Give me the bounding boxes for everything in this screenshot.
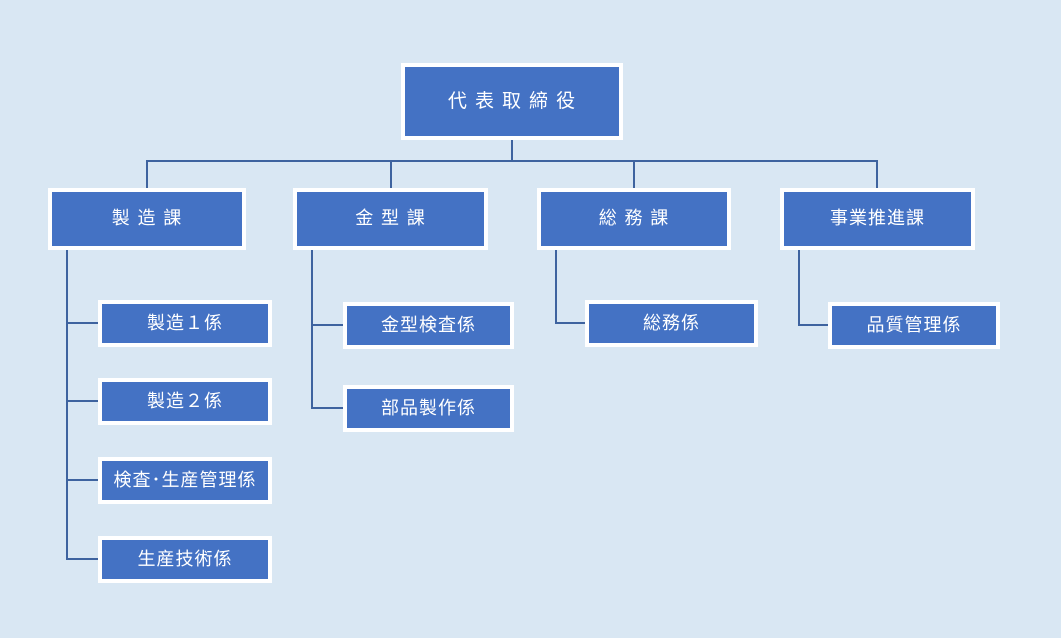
connector-spine-seizo [66, 250, 68, 560]
org-node-dept-somu-label: 総 務 課 [598, 208, 670, 229]
connector-stub-somugakari [555, 322, 585, 324]
org-node-unit-buhinseisaku-label: 部品製作係 [381, 397, 476, 419]
connector-stub-seizo1 [66, 322, 98, 324]
org-node-unit-kanagata-kensa-label: 金型検査係 [381, 314, 476, 336]
org-node-dept-jigyosuishin-label: 事業推進課 [830, 208, 925, 229]
connector-drop-seizo [146, 160, 148, 188]
org-node-ceo: 代 表 取 締 役 [401, 63, 623, 140]
org-node-unit-seizo2: 製造２係 [98, 378, 272, 425]
org-node-unit-seisangijutsu-label: 生産技術係 [137, 548, 233, 570]
org-node-unit-seizo1: 製造１係 [98, 300, 272, 347]
org-node-dept-somu: 総 務 課 [537, 188, 731, 250]
org-node-unit-somugakari: 総務係 [585, 300, 758, 347]
connector-stub-kensa [66, 479, 98, 481]
org-node-ceo-label: 代 表 取 締 役 [447, 90, 577, 112]
connector-stub-seizo2 [66, 400, 98, 402]
connector-spine-jigyo [798, 250, 800, 326]
org-node-dept-seizo: 製 造 課 [48, 188, 246, 250]
org-node-unit-buhinseisaku: 部品製作係 [343, 385, 514, 432]
org-node-unit-seizo1-label: 製造１係 [147, 312, 223, 334]
org-node-unit-kensa-seisankanri-label: 検査･生産管理係 [113, 469, 257, 491]
connector-trunk [146, 160, 878, 162]
connector-stub-buhin [311, 407, 343, 409]
org-node-unit-hinshitsukanri: 品質管理係 [828, 302, 1000, 349]
connector-spine-kanagata [311, 250, 313, 409]
connector-drop-somu [633, 160, 635, 188]
connector-drop-jigyo [876, 160, 878, 188]
org-node-dept-kanagata-label: 金 型 課 [355, 208, 426, 229]
org-node-unit-kensa-seisankanri: 検査･生産管理係 [98, 457, 272, 504]
org-node-dept-jigyosuishin: 事業推進課 [780, 188, 975, 250]
connector-drop-kanagata [390, 160, 392, 188]
connector-spine-somu [555, 250, 557, 324]
org-node-unit-somugakari-label: 総務係 [643, 312, 700, 334]
connector-stub-seisan [66, 558, 98, 560]
org-node-unit-hinshitsukanri-label: 品質管理係 [866, 314, 962, 336]
org-node-unit-kanagata-kensa: 金型検査係 [343, 302, 514, 349]
org-node-unit-seizo2-label: 製造２係 [147, 390, 223, 412]
connector-stub-hinshitsu [798, 324, 828, 326]
connector-stub-kanagata-kensa [311, 324, 343, 326]
org-node-unit-seisangijutsu: 生産技術係 [98, 536, 272, 583]
connector-root-riser [511, 140, 513, 161]
org-node-dept-kanagata: 金 型 課 [293, 188, 488, 250]
org-node-dept-seizo-label: 製 造 課 [111, 208, 183, 229]
